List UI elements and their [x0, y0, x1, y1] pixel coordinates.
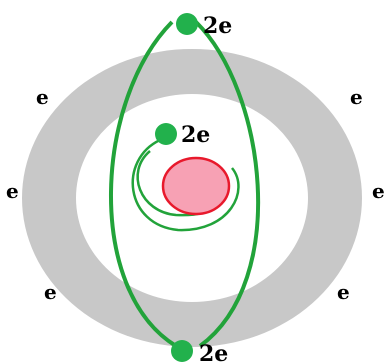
label-e-left-mid: e: [6, 179, 19, 203]
electron-top: [176, 13, 198, 35]
electron-bottom: [171, 340, 193, 362]
label-inner: 2e: [181, 122, 210, 148]
label-e-right-bottom: e: [337, 280, 350, 304]
label-outer-top: 2e: [203, 13, 232, 39]
label-e-right-top: e: [350, 85, 363, 109]
label-e-left-bottom: e: [44, 280, 57, 304]
electron-inner: [155, 123, 177, 145]
nucleus: [163, 158, 229, 214]
label-e-right-mid: e: [372, 179, 385, 203]
label-outer-bottom: 2e: [199, 341, 228, 364]
label-e-left-top: e: [36, 85, 49, 109]
